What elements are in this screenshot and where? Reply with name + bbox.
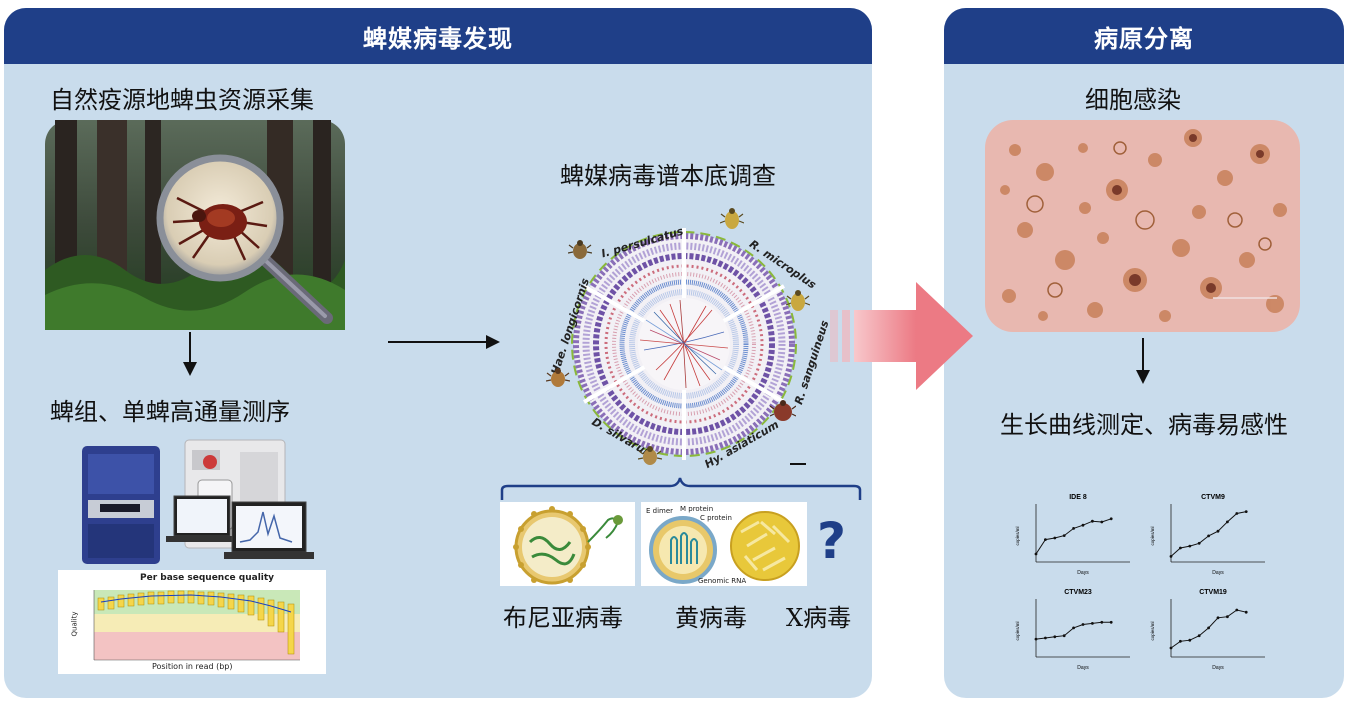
quality-chart-ylabel: Quality (70, 611, 79, 637)
chart-1-ylabel: copies/ml (1015, 526, 1020, 545)
circos-plot (571, 228, 806, 465)
chart-1-point-6 (1091, 519, 1094, 523)
quality-chart-title: Per base sequence quality (140, 573, 275, 583)
chart-4-point-4 (1207, 626, 1210, 630)
chart-3-point-6 (1091, 622, 1094, 625)
flavivirus-image (641, 502, 807, 586)
chart-4-point-2 (1188, 638, 1192, 642)
chart-4-xlabel: Days (1212, 665, 1224, 671)
chart-3-ylabel: copies/ml (1015, 621, 1020, 640)
chart-2-xlabel: Days (1212, 570, 1224, 576)
chart-3-points (1034, 620, 1113, 641)
chart-2-ylabel: copies/ml (1150, 526, 1155, 545)
chart-2-point-1 (1179, 546, 1182, 550)
quality-chart (58, 570, 326, 674)
chart-1-title: IDE 8 (1069, 494, 1087, 501)
chart-1-points (1034, 517, 1113, 556)
chart-2-point-7 (1235, 512, 1239, 515)
chart-4-point-7 (1235, 608, 1239, 612)
chart-3-title: CTVM23 (1064, 589, 1092, 596)
chart-4-points (1169, 608, 1248, 650)
arrow-right (388, 335, 500, 349)
curve-label: 生长曲线测定、病毒易感性 (1000, 411, 1288, 439)
chart-2-point-8 (1244, 510, 1248, 513)
growth-curve-chart-4: CTVM19 copies/ml Days (1150, 589, 1265, 671)
question-mark-icon: ? (817, 512, 847, 570)
chart-1-line (1035, 518, 1112, 555)
x-virus-label: X病毒 (786, 604, 852, 632)
tick-icon-1 (568, 240, 592, 259)
chart-3-xlabel: Days (1077, 665, 1089, 671)
circos-links (639, 299, 729, 389)
chart-2-points (1169, 510, 1248, 558)
arrow-down-right (1136, 338, 1150, 384)
chart-4-title: CTVM19 (1199, 589, 1227, 596)
chart-1-point-5 (1081, 523, 1085, 527)
tick-icon-3 (786, 290, 810, 311)
sequencing-label: 蜱组、单蜱高通量测序 (50, 398, 290, 426)
chart-2-title: CTVM9 (1201, 494, 1225, 501)
forest-tick-image (45, 120, 345, 330)
tick-icon-2 (720, 208, 744, 229)
chart-3-point-4 (1072, 626, 1075, 630)
tick-icon-5 (638, 446, 662, 465)
chart-4-point-5 (1216, 616, 1220, 620)
chart-4-point-8 (1244, 610, 1248, 614)
flavi-label: 黄病毒 (675, 604, 747, 632)
growth-curve-chart-2: CTVM9 copies/ml Days (1150, 494, 1265, 576)
tick-icon-4 (770, 400, 796, 421)
chart-3-point-7 (1100, 620, 1104, 624)
chart-1-point-7 (1100, 520, 1104, 524)
chart-2-line (1170, 511, 1247, 557)
chart-4-point-0 (1169, 646, 1173, 650)
growth-curve-chart-1: IDE 8 copies/ml Days (1015, 494, 1130, 576)
flavi-label-c: C protein (700, 514, 732, 522)
collect-label: 自然疫源地蜱虫资源采集 (50, 86, 314, 114)
chart-1-xlabel: Days (1077, 570, 1089, 576)
survey-label: 蜱媒病毒谱本底调查 (560, 162, 776, 190)
quality-boxes (97, 590, 295, 655)
tick-icon-6 (546, 368, 570, 387)
chart-4-point-3 (1197, 634, 1201, 638)
bunyavirus-image (500, 502, 635, 586)
chart-3-point-8 (1109, 620, 1113, 624)
flavi-label-m: M protein (680, 505, 714, 513)
quality-chart-xlabel: Position in read (bp) (152, 662, 233, 671)
chart-2-point-4 (1207, 534, 1210, 538)
chart-3-point-1 (1044, 636, 1047, 640)
flavi-label-e: E dimer (646, 507, 674, 515)
chart-2-point-0 (1169, 555, 1173, 558)
chart-1-point-1 (1044, 538, 1047, 541)
chart-1-point-2 (1053, 536, 1057, 540)
chart-4-point-1 (1179, 639, 1182, 643)
flavi-label-rna: Genomic RNA (698, 577, 747, 585)
chart-2-point-6 (1226, 520, 1229, 524)
chart-4-ylabel: copies/ml (1150, 621, 1155, 640)
cell-infection-image (985, 120, 1300, 332)
chart-3-line (1035, 621, 1112, 640)
chart-2-point-2 (1188, 544, 1192, 548)
chart-3-point-3 (1062, 634, 1066, 638)
chart-3-point-0 (1034, 637, 1038, 641)
chart-3-point-2 (1053, 635, 1057, 639)
chart-1-point-4 (1072, 527, 1075, 530)
chart-2-point-3 (1197, 541, 1201, 545)
isolation-header: 病原分离 (944, 8, 1344, 64)
transition-arrow (830, 282, 973, 390)
chart-4-point-6 (1226, 615, 1229, 619)
discovery-header: 蜱媒病毒发现 (4, 8, 872, 64)
chart-3-point-5 (1081, 623, 1085, 626)
growth-curve-chart-3: CTVM23 copies/ml Days (1015, 589, 1130, 671)
infection-label: 细胞感染 (1085, 86, 1181, 114)
chart-1-point-0 (1034, 552, 1038, 556)
chart-2-point-5 (1216, 529, 1220, 533)
sequencer-image (82, 439, 314, 564)
chart-1-point-8 (1109, 517, 1113, 521)
chart-1-point-3 (1062, 534, 1066, 537)
bunya-label: 布尼亚病毒 (503, 604, 623, 632)
curly-brace (500, 477, 862, 500)
arrow-down-left (183, 332, 197, 376)
